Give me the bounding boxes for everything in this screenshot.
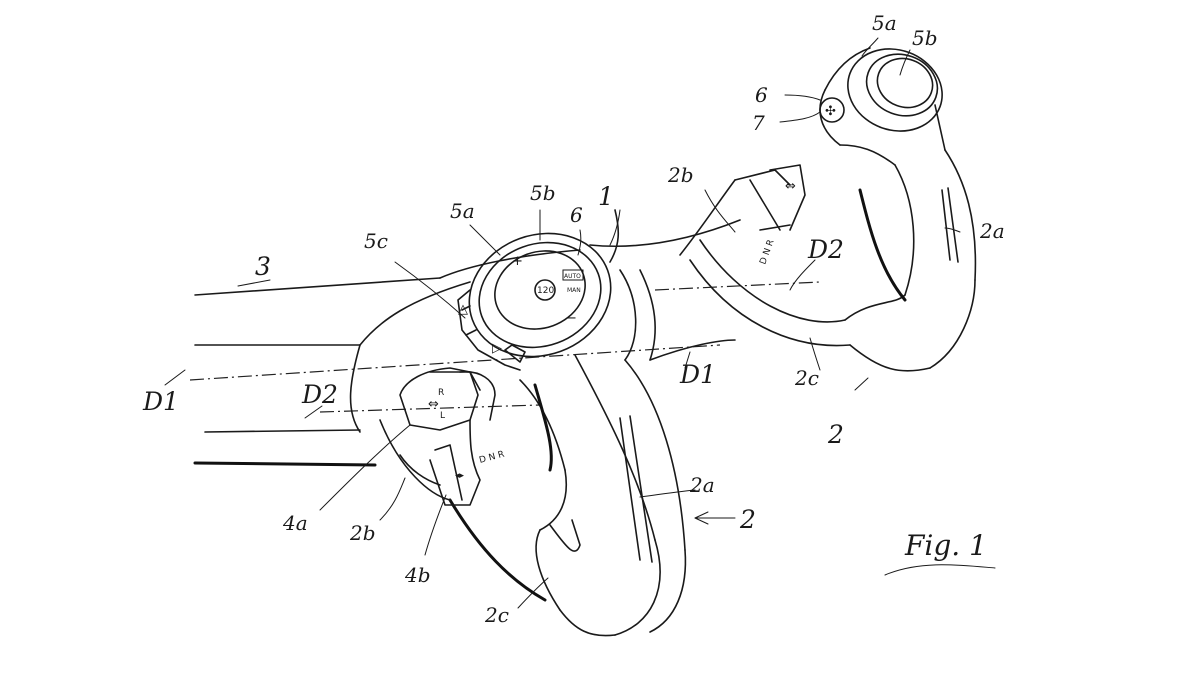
label-5a-center: 5a <box>450 199 475 223</box>
label-5c: 5c <box>364 229 388 253</box>
rl-text-r: R <box>438 388 444 398</box>
dial-center-button <box>534 279 556 301</box>
steering-column <box>193 249 581 467</box>
dial-sub-text: MAN <box>567 287 581 294</box>
figure-caption: Fig. 1 <box>884 529 996 576</box>
dial-minus-text: − <box>566 311 577 326</box>
axis-d1-line <box>189 344 721 381</box>
small-arrows-icon: ◂▸ <box>455 471 465 481</box>
label-5b-center: 5b <box>530 181 556 205</box>
label-7: 7 <box>752 111 765 135</box>
label-1: 1 <box>598 182 614 211</box>
rl-arrows-icon: ⇔ <box>428 397 439 412</box>
dial-side-arrow-down-icon: ▷ <box>492 341 502 356</box>
right-grip-dial: ✣ <box>819 48 943 132</box>
label-4a: 4a <box>282 511 308 535</box>
label-5b-right: 5b <box>912 26 938 50</box>
axis-d2-right-line <box>654 281 821 291</box>
label-d2-left: D2 <box>301 380 338 409</box>
right-button-7-icon <box>819 97 845 123</box>
label-2c-right: 2c <box>794 366 819 390</box>
label-d2-right: D2 <box>807 235 844 264</box>
label-6-center: 6 <box>570 203 583 227</box>
figure-caption-text: Fig. 1 <box>904 529 987 562</box>
center-gear-text: D N R <box>478 450 505 466</box>
yoke-hub <box>589 209 741 361</box>
label-5a-right: 5a <box>872 11 897 35</box>
right-grip: D N R ⇔ <box>679 47 977 372</box>
paddle-switch: R ⇔ L D N R ◂▸ <box>399 367 506 506</box>
label-2b-right: 2b <box>667 163 694 187</box>
reference-labels: 1 6 5b 5a 5c 3 2b D2 2a 6 7 5a 5b 2c 2 D… <box>142 11 1005 627</box>
label-6-right: 6 <box>755 83 768 107</box>
dial-side-arrow-up-icon: △ <box>458 302 468 317</box>
label-d1-left: D1 <box>142 387 179 416</box>
label-2a-right: 2a <box>979 219 1005 243</box>
label-2a-center: 2a <box>689 473 715 497</box>
label-2b-center: 2b <box>349 521 376 545</box>
label-d1-center: D1 <box>679 360 716 389</box>
label-2-right: 2 <box>827 420 844 449</box>
dial-mode-box <box>562 269 584 281</box>
right-button-7-glyph: ✣ <box>825 104 836 119</box>
central-grip <box>379 269 687 637</box>
axis-d2-left-line <box>319 404 541 413</box>
axis-lines <box>189 281 821 413</box>
dial-plus-text: + <box>512 254 523 269</box>
right-paddle-symbol: ⇔ <box>785 179 796 194</box>
leader-lines <box>164 37 961 609</box>
label-2-center: 2 <box>739 505 756 534</box>
central-dial: △ ▷ 120 + − AUTO MAN <box>457 232 612 371</box>
rl-text-l: L <box>440 411 445 421</box>
label-2c-center: 2c <box>484 603 509 627</box>
label-3: 3 <box>255 252 271 281</box>
label-4b: 4b <box>404 563 431 587</box>
right-gear-text: D N R <box>758 239 776 267</box>
dial-mode-text: AUTO <box>564 273 581 280</box>
dial-center-value: 120 <box>537 286 554 296</box>
